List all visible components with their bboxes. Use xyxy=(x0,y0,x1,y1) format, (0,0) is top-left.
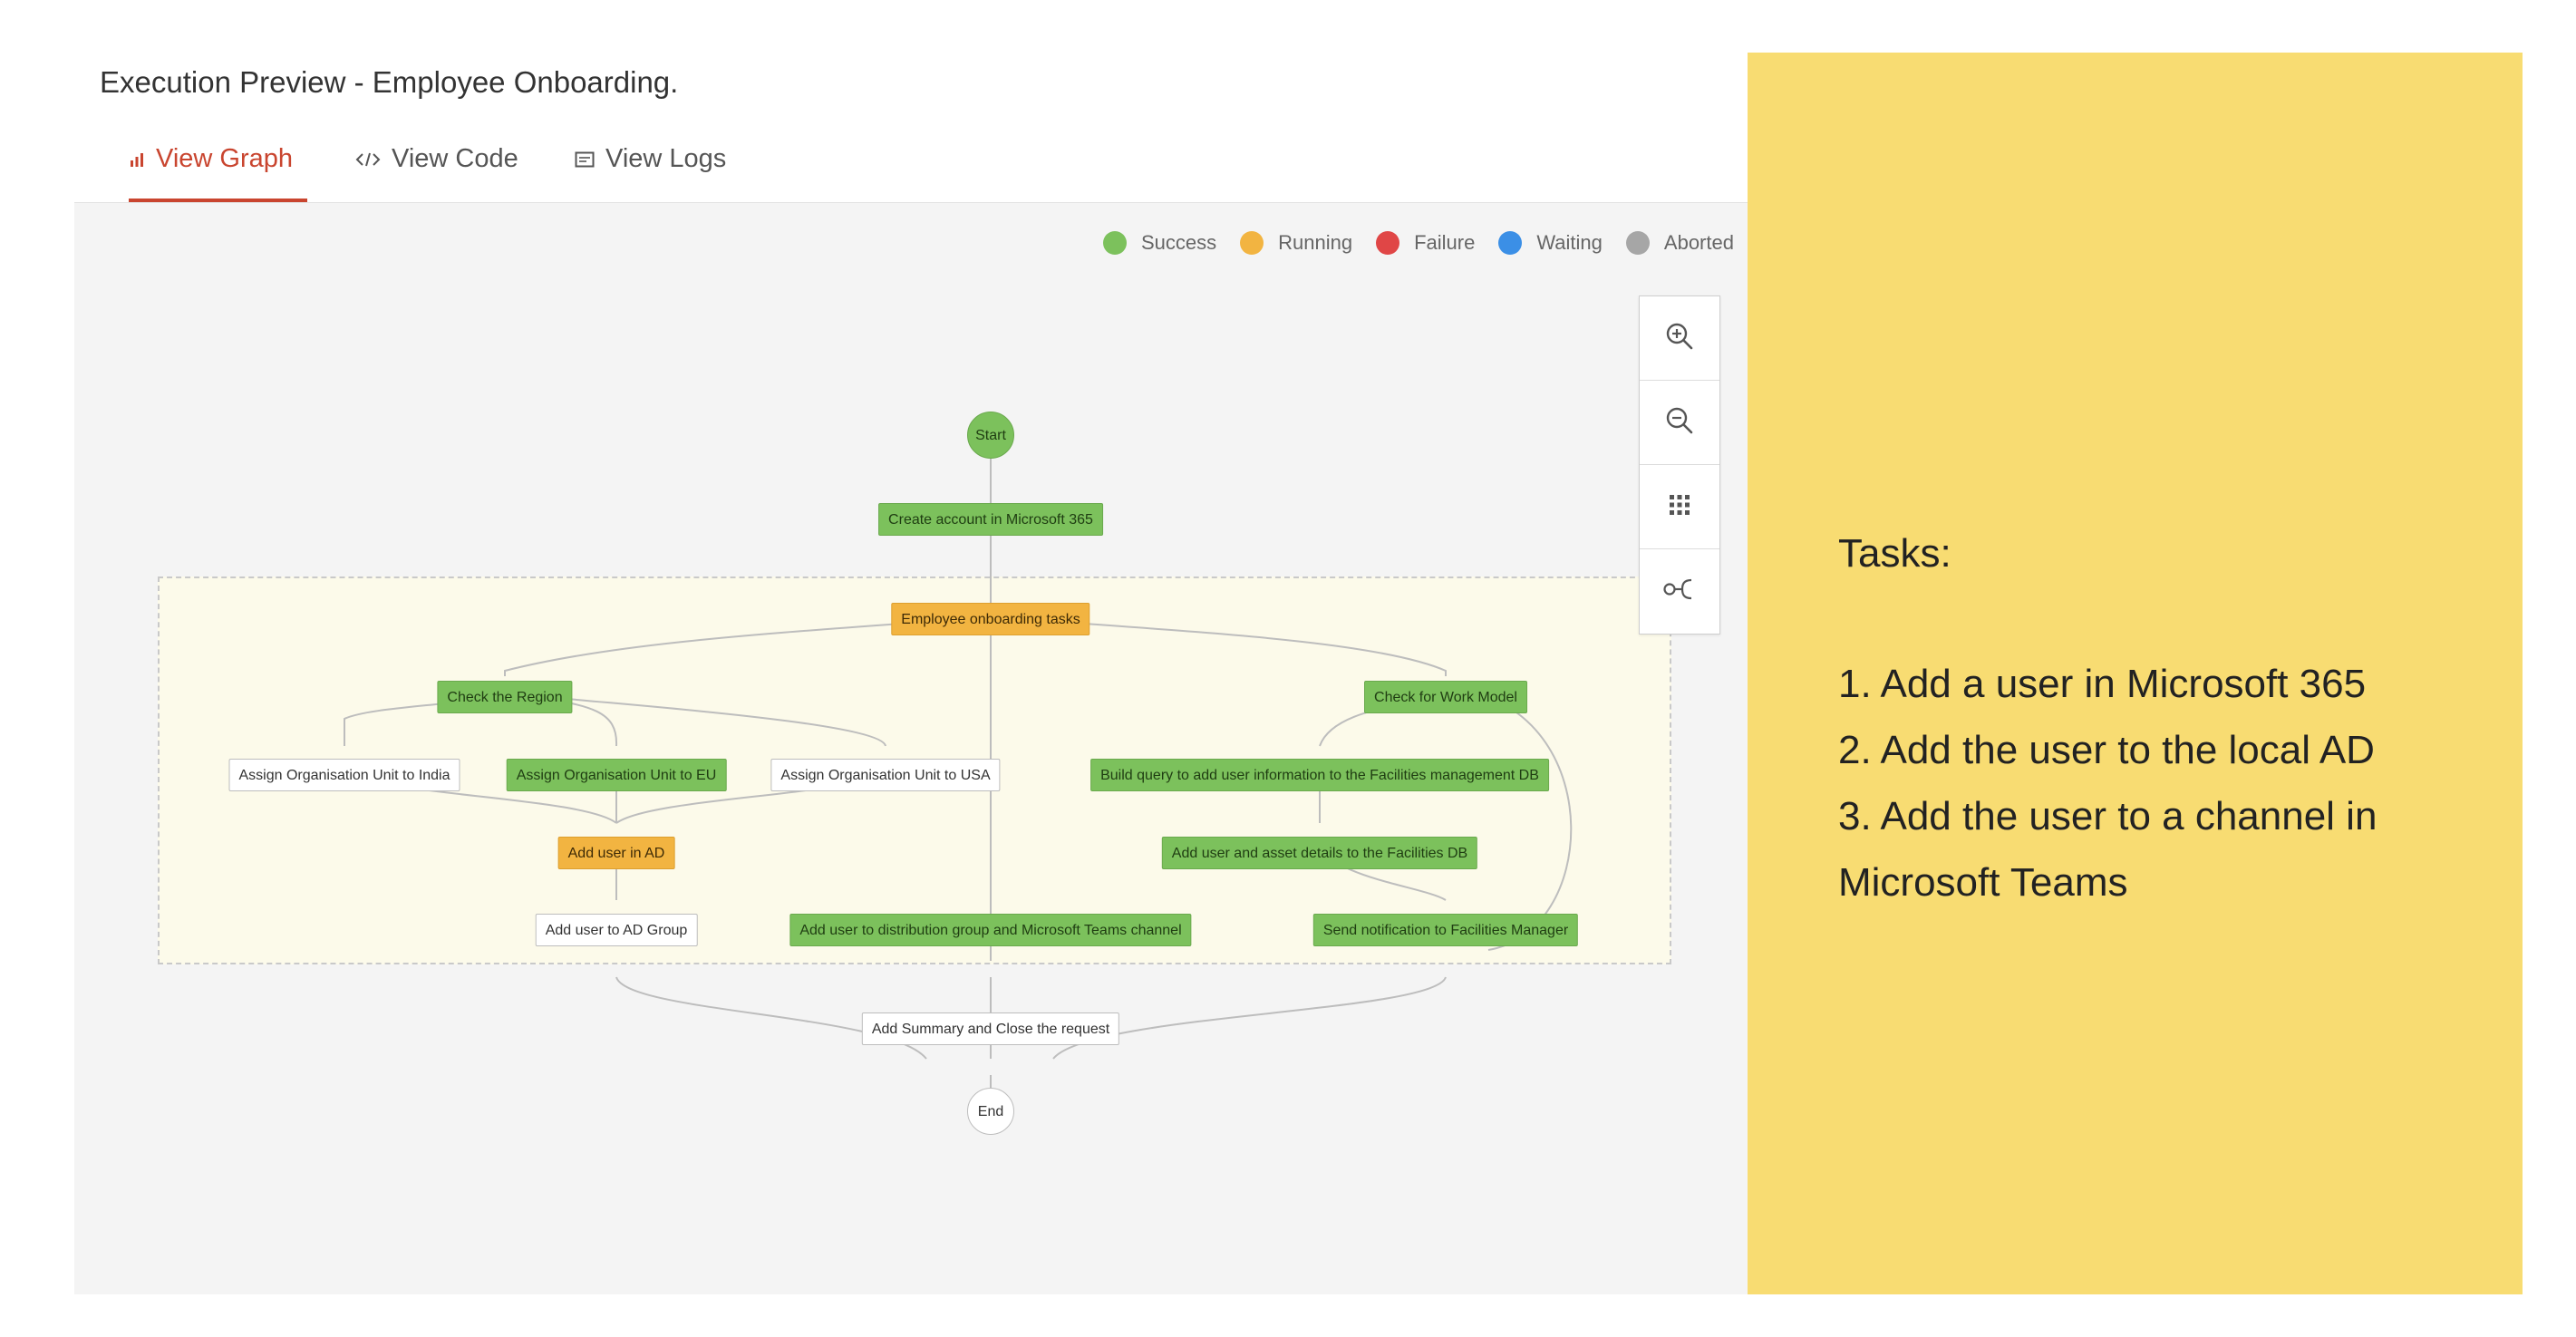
node-check-work-model[interactable]: Check for Work Model xyxy=(1364,681,1527,713)
task-item: 2. Add the user to the local AD xyxy=(1838,728,2375,772)
code-icon xyxy=(355,150,381,169)
zoom-in-icon xyxy=(1664,321,1695,356)
zoom-out-button[interactable] xyxy=(1640,381,1719,465)
node-summary[interactable]: Add Summary and Close the request xyxy=(861,1012,1120,1045)
zoom-toolbar xyxy=(1639,295,1720,635)
running-dot-icon xyxy=(1240,231,1264,255)
legend-label: Aborted xyxy=(1663,231,1734,254)
legend-item-waiting: Waiting xyxy=(1498,231,1603,255)
tab-label: View Graph xyxy=(156,144,293,173)
tab-bar: View Graph View Code xyxy=(74,116,1748,203)
node-onboarding-tasks[interactable]: Employee onboarding tasks xyxy=(891,603,1090,635)
grid-view-button[interactable] xyxy=(1640,465,1719,549)
node-end[interactable]: End xyxy=(967,1088,1014,1135)
legend-label: Failure xyxy=(1414,231,1476,254)
legend-item-success: Success xyxy=(1103,231,1216,255)
logs-icon xyxy=(575,151,595,168)
node-add-distribution[interactable]: Add user to distribution group and Micro… xyxy=(789,914,1192,946)
workflow-graph: Start Create account in Microsoft 365 Em… xyxy=(74,53,1748,1294)
tab-label: View Logs xyxy=(605,144,727,173)
success-dot-icon xyxy=(1103,231,1127,255)
task-item: Microsoft Teams xyxy=(1838,860,2128,905)
legend-item-running: Running xyxy=(1240,231,1352,255)
bar-chart-icon xyxy=(129,151,145,168)
execution-preview-panel: Execution Preview - Employee Onboarding.… xyxy=(74,53,1748,1294)
waiting-dot-icon xyxy=(1498,231,1523,255)
node-build-query[interactable]: Build query to add user information to t… xyxy=(1090,759,1549,791)
grid-icon xyxy=(1667,492,1692,522)
tab-view-graph[interactable]: View Graph xyxy=(129,116,293,202)
aborted-dot-icon xyxy=(1625,231,1650,255)
node-send-notification[interactable]: Send notification to Facilities Manager xyxy=(1312,914,1579,946)
node-add-ad-group[interactable]: Add user to AD Group xyxy=(535,914,698,946)
node-add-user-ad[interactable]: Add user in AD xyxy=(557,837,675,869)
active-tab-indicator xyxy=(129,199,307,202)
legend-label: Success xyxy=(1141,231,1217,254)
tab-label: View Code xyxy=(392,144,518,173)
panel-header: Execution Preview - Employee Onboarding. xyxy=(74,53,1748,117)
zoom-out-icon xyxy=(1664,405,1695,441)
node-check-region[interactable]: Check the Region xyxy=(437,681,573,713)
node-ou-usa[interactable]: Assign Organisation Unit to USA xyxy=(770,759,1001,791)
fit-graph-button[interactable] xyxy=(1640,549,1719,633)
tasks-heading: Tasks: xyxy=(1838,531,1951,576)
legend-item-aborted: Aborted xyxy=(1625,231,1734,255)
node-ou-eu[interactable]: Assign Organisation Unit to EU xyxy=(506,759,727,791)
legend-label: Waiting xyxy=(1536,231,1603,254)
node-create-account[interactable]: Create account in Microsoft 365 xyxy=(878,503,1103,536)
tab-view-logs[interactable]: View Logs xyxy=(575,116,726,202)
page-title: Execution Preview - Employee Onboarding. xyxy=(100,65,679,99)
node-add-asset[interactable]: Add user and asset details to the Facili… xyxy=(1161,837,1478,869)
tab-view-code[interactable]: View Code xyxy=(355,116,518,202)
task-item: 1. Add a user in Microsoft 365 xyxy=(1838,662,2367,706)
graph-edges xyxy=(344,459,1573,1108)
failure-dot-icon xyxy=(1376,231,1400,255)
node-start[interactable]: Start xyxy=(967,412,1014,459)
zoom-in-button[interactable] xyxy=(1640,296,1719,381)
task-item: 3. Add the user to a channel in xyxy=(1838,794,2377,838)
legend-label: Running xyxy=(1278,231,1353,254)
tasks-panel: Tasks: 1. Add a user in Microsoft 365 2.… xyxy=(1748,53,2523,1294)
node-ou-india[interactable]: Assign Organisation Unit to India xyxy=(228,759,460,791)
status-legend: Success Running Failure Waiting Aborted xyxy=(1103,225,1758,261)
fit-graph-icon xyxy=(1662,576,1697,607)
legend-item-failure: Failure xyxy=(1376,231,1475,255)
